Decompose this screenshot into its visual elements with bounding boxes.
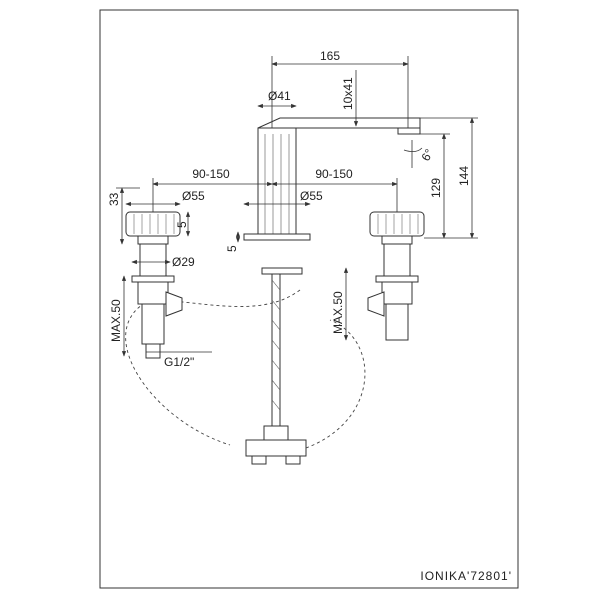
dim-shank-diameter: Ø29: [172, 255, 195, 269]
dim-base-gap: 5: [225, 245, 239, 252]
right-valve-body: [367, 243, 419, 341]
dim-spout-diameter: Ø41: [268, 89, 291, 103]
dim-total-height: 144: [457, 166, 471, 186]
dim-right-spacing: 90-150: [315, 167, 353, 181]
dim-left-spacing: 90-150: [192, 167, 230, 181]
dim-handle-diameter-left: Ø55: [182, 189, 205, 203]
dim-handle-diameter-center: Ø55: [300, 189, 323, 203]
dim-outlet-size: 10x41: [341, 77, 355, 110]
dim-spout-reach: 165: [320, 49, 340, 63]
drawing-frame: [99, 9, 519, 589]
flexible-hose: [271, 273, 281, 431]
tee-connector: [245, 425, 307, 465]
dim-thread: G1/2": [164, 355, 194, 369]
dim-max-deck-right: MAX.50: [331, 291, 345, 334]
right-valve-handle: [369, 211, 425, 245]
dim-outlet-height: 129: [429, 178, 443, 198]
model-code: IONIKA'72801': [420, 569, 512, 583]
left-valve-body: [131, 243, 183, 359]
dim-handle-height: 33: [107, 192, 121, 206]
spout-body: [257, 117, 421, 239]
dim-handle-gap: 5: [175, 221, 189, 228]
deck-plate: [243, 233, 311, 275]
dim-max-deck-left: MAX.50: [109, 299, 123, 342]
left-valve-handle: [125, 211, 181, 245]
